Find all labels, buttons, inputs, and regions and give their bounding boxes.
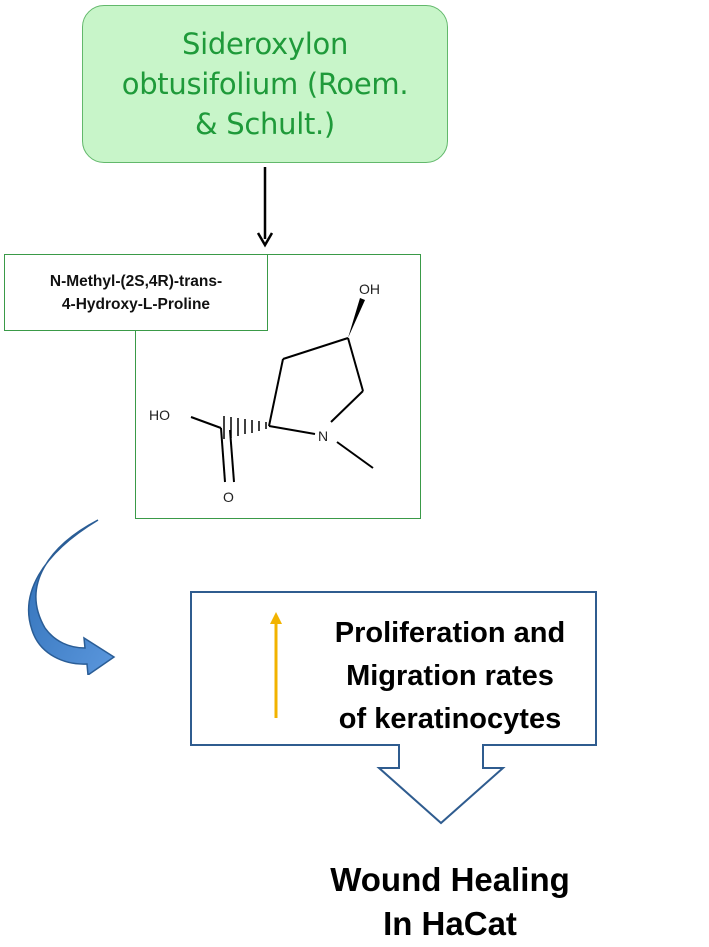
- atom-oh-label: OH: [359, 281, 380, 297]
- methyl-bond: [336, 441, 374, 469]
- up-arrow-icon: [270, 612, 282, 718]
- atom-n-label: N: [318, 428, 328, 444]
- effect-callout-box: [190, 591, 597, 825]
- compound-name-line-1: N-Methyl-(2S,4R)-trans-: [49, 272, 223, 290]
- effect-line-2: Migration rates: [346, 660, 554, 692]
- plant-name-line-3: & Schult.): [195, 107, 335, 141]
- molecule-structure: OH HO N O: [149, 281, 380, 505]
- ring-bond: [268, 425, 316, 435]
- outcome-line-1: Wound Healing: [330, 861, 570, 898]
- ring-bond: [330, 390, 364, 423]
- wedge-bond: [348, 298, 365, 338]
- ring-bond: [347, 337, 364, 392]
- effect-description: Proliferation and Migration rates of ker…: [300, 612, 600, 741]
- outcome-line-2: In HaCat: [383, 905, 517, 942]
- atom-ho-label: HO: [149, 407, 170, 423]
- curved-arrow-icon: [28, 519, 116, 675]
- plant-name-line-2: obtusifolium (Roem.: [121, 67, 409, 101]
- effect-line-3: of keratinocytes: [338, 703, 562, 735]
- carbonyl-bond: [229, 429, 235, 483]
- down-arrow-icon: [256, 167, 274, 248]
- carbonyl-bond: [220, 427, 226, 483]
- compound-name-box: N-Methyl-(2S,4R)-trans- 4-Hydroxy-L-Prol…: [4, 254, 268, 331]
- plant-source-box: Sideroxylon obtusifolium (Roem. & Schult…: [82, 5, 448, 163]
- effect-line-1: Proliferation and: [334, 617, 566, 649]
- ring-bond: [268, 358, 284, 427]
- atom-o-label: O: [223, 489, 234, 505]
- compound-name-line-2: 4-Hydroxy-L-Proline: [61, 295, 211, 313]
- carboxyl-oh-bond: [190, 416, 222, 429]
- plant-name-line-1: Sideroxylon: [181, 27, 349, 61]
- ring-bond: [282, 337, 349, 360]
- outcome-label: Wound Healing In HaCat: [300, 858, 600, 946]
